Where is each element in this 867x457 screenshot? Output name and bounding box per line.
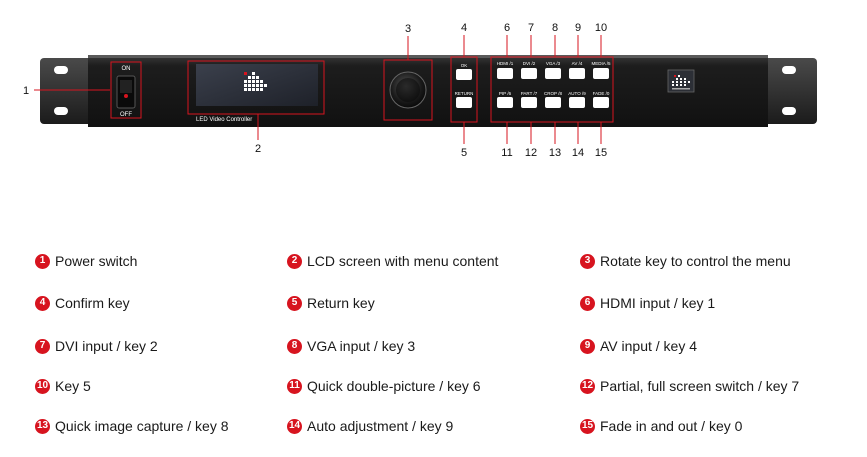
media-key[interactable] bbox=[593, 68, 609, 79]
callout-12: 12 bbox=[525, 147, 537, 159]
power-indicator-icon bbox=[124, 94, 128, 98]
hdmi-key[interactable] bbox=[497, 68, 513, 79]
power-off-label: OFF bbox=[120, 112, 132, 118]
key-4-label: AV /4 bbox=[572, 61, 583, 66]
callout-numbers: 1 2 3 4 5 6 7 8 9 10 11 12 13 14 15 bbox=[23, 22, 607, 159]
auto-key[interactable] bbox=[569, 97, 585, 108]
key-6-label: PIP /6 bbox=[499, 91, 512, 96]
callout-1: 1 bbox=[23, 85, 29, 97]
callout-3: 3 bbox=[405, 23, 411, 35]
lcd-group: LED Video Controller bbox=[187, 60, 325, 123]
callout-14: 14 bbox=[572, 147, 584, 159]
callout-8: 8 bbox=[552, 22, 558, 34]
callout-9: 9 bbox=[575, 22, 581, 34]
power-on-label: ON bbox=[122, 66, 131, 72]
pip-key[interactable] bbox=[497, 97, 513, 108]
crop-key[interactable] bbox=[545, 97, 561, 108]
rack-ear-left bbox=[40, 58, 102, 124]
key-5-label: MEDIA /5 bbox=[591, 61, 611, 66]
key-1-label: HDMI /1 bbox=[497, 61, 514, 66]
callout-13: 13 bbox=[549, 147, 561, 159]
brand-label: LED Video Controller bbox=[196, 117, 252, 123]
front-panel bbox=[88, 55, 768, 127]
function-keys-group: HDMI /1 DVI /2 VGA /3 AV /4 MEDIA /5 PIP… bbox=[490, 56, 614, 123]
rack-ear-right bbox=[755, 58, 817, 124]
part-key[interactable] bbox=[521, 97, 537, 108]
key-9-label: AUTO /9 bbox=[568, 91, 586, 96]
return-key[interactable] bbox=[456, 97, 472, 108]
callout-10: 10 bbox=[595, 22, 607, 34]
key-2-label: DVI /2 bbox=[523, 61, 536, 66]
callout-6: 6 bbox=[504, 22, 510, 34]
key-7-label: PART /7 bbox=[521, 91, 538, 96]
return-key-label: RETURN bbox=[455, 91, 474, 96]
fade-key[interactable] bbox=[593, 97, 609, 108]
callout-2: 2 bbox=[255, 143, 261, 155]
dvi-key[interactable] bbox=[521, 68, 537, 79]
panel-logo-icon bbox=[667, 69, 695, 93]
callout-15: 15 bbox=[595, 147, 607, 159]
key-0-label: FADE /0 bbox=[593, 91, 610, 96]
av-key[interactable] bbox=[569, 68, 585, 79]
ok-key-label: OK bbox=[461, 63, 468, 68]
callout-7: 7 bbox=[528, 22, 534, 34]
callout-lines bbox=[34, 35, 602, 144]
key-8-label: CROP /8 bbox=[544, 91, 562, 96]
key-3-label: VGA /3 bbox=[546, 61, 561, 66]
ok-key[interactable] bbox=[456, 69, 472, 80]
callout-11: 11 bbox=[501, 147, 512, 159]
power-switch-group: ON OFF bbox=[110, 61, 142, 119]
callout-4: 4 bbox=[461, 22, 467, 34]
lcd-logo-icon bbox=[244, 72, 267, 91]
callout-5: 5 bbox=[461, 147, 467, 159]
vga-key[interactable] bbox=[545, 68, 561, 79]
